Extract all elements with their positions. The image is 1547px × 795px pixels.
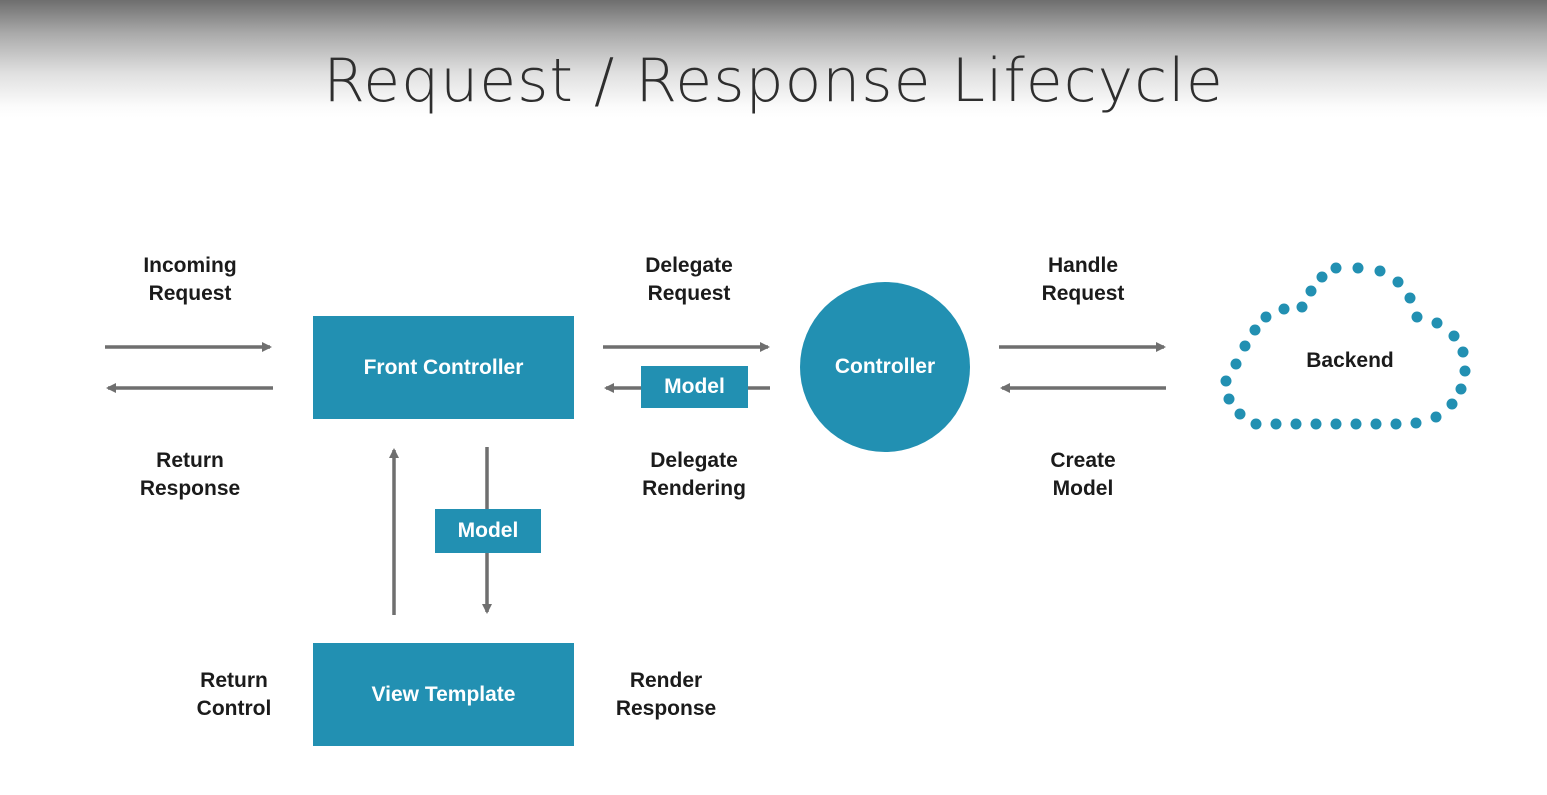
create-model-label: Create Model (1050, 449, 1116, 500)
model-badge-vertical: Model (435, 509, 541, 553)
title-banner (0, 0, 1547, 118)
delegate-request-label: Delegate Request (645, 254, 733, 305)
return-response-label: Return Response (139, 449, 241, 500)
backend-label: Backend (1306, 349, 1394, 372)
page-title: Request / Response Lifecycle (323, 46, 1224, 116)
handle-request-label: Handle Request (1041, 254, 1125, 305)
front-controller-node: Front Controller (313, 316, 574, 419)
incoming-request-label: Incoming Request (143, 254, 237, 305)
view-template-node: View Template (313, 643, 574, 746)
return-control-label: Return Control (196, 669, 272, 720)
model-badge-horizontal: Model (641, 366, 748, 408)
render-response-label: Render Response (615, 669, 717, 720)
controller-node: Controller (800, 282, 970, 452)
cloud-dots (1220, 262, 1471, 430)
delegate-rendering-label: Delegate Rendering (642, 449, 746, 500)
